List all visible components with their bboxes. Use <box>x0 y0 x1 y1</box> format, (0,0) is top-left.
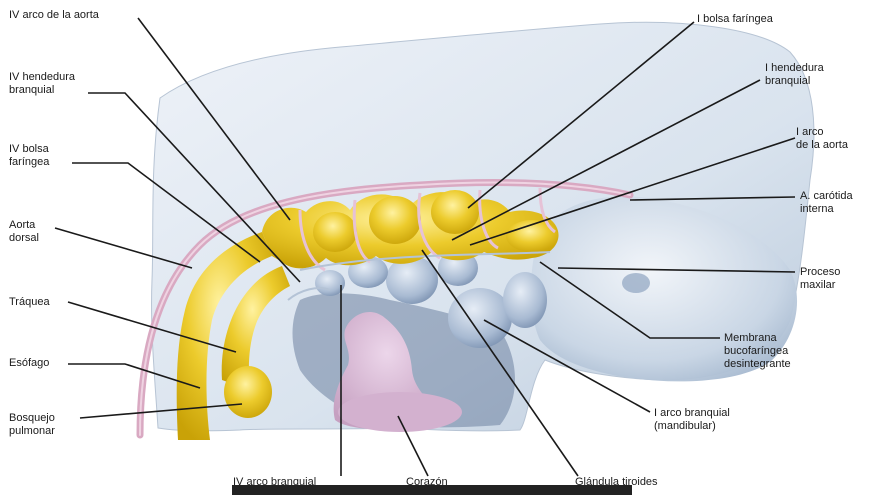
label-membrana-bucofaringea: Membrana bucofaríngea desintegrante <box>724 332 791 371</box>
label-i-hendedura-branquial: I hendedura branquial <box>765 62 824 88</box>
label-carotida-interna: A. carótida interna <box>800 190 853 216</box>
bottom-bar <box>232 485 632 495</box>
label-traquea: Tráquea <box>9 296 50 309</box>
arch-lobe-1 <box>448 288 512 348</box>
label-iv-hendedura-branquial: IV hendedura branquial <box>9 71 75 97</box>
label-i-arco-branquial: I arco branquial (mandibular) <box>654 407 730 433</box>
label-i-bolsa-faringea: I bolsa faríngea <box>697 13 773 26</box>
label-bosquejo-pulmonar: Bosquejo pulmonar <box>9 412 55 438</box>
label-i-arco-aorta: I arco de la aorta <box>796 126 848 152</box>
label-iv-arco-aorta: IV arco de la aorta <box>9 9 99 22</box>
label-proceso-maxilar: Proceso maxilar <box>800 266 840 292</box>
lung-bud <box>224 366 272 418</box>
label-aorta-dorsal: Aorta dorsal <box>9 219 39 245</box>
label-esofago: Esófago <box>9 357 49 370</box>
label-iv-bolsa-faringea: IV bolsa faríngea <box>9 143 49 169</box>
